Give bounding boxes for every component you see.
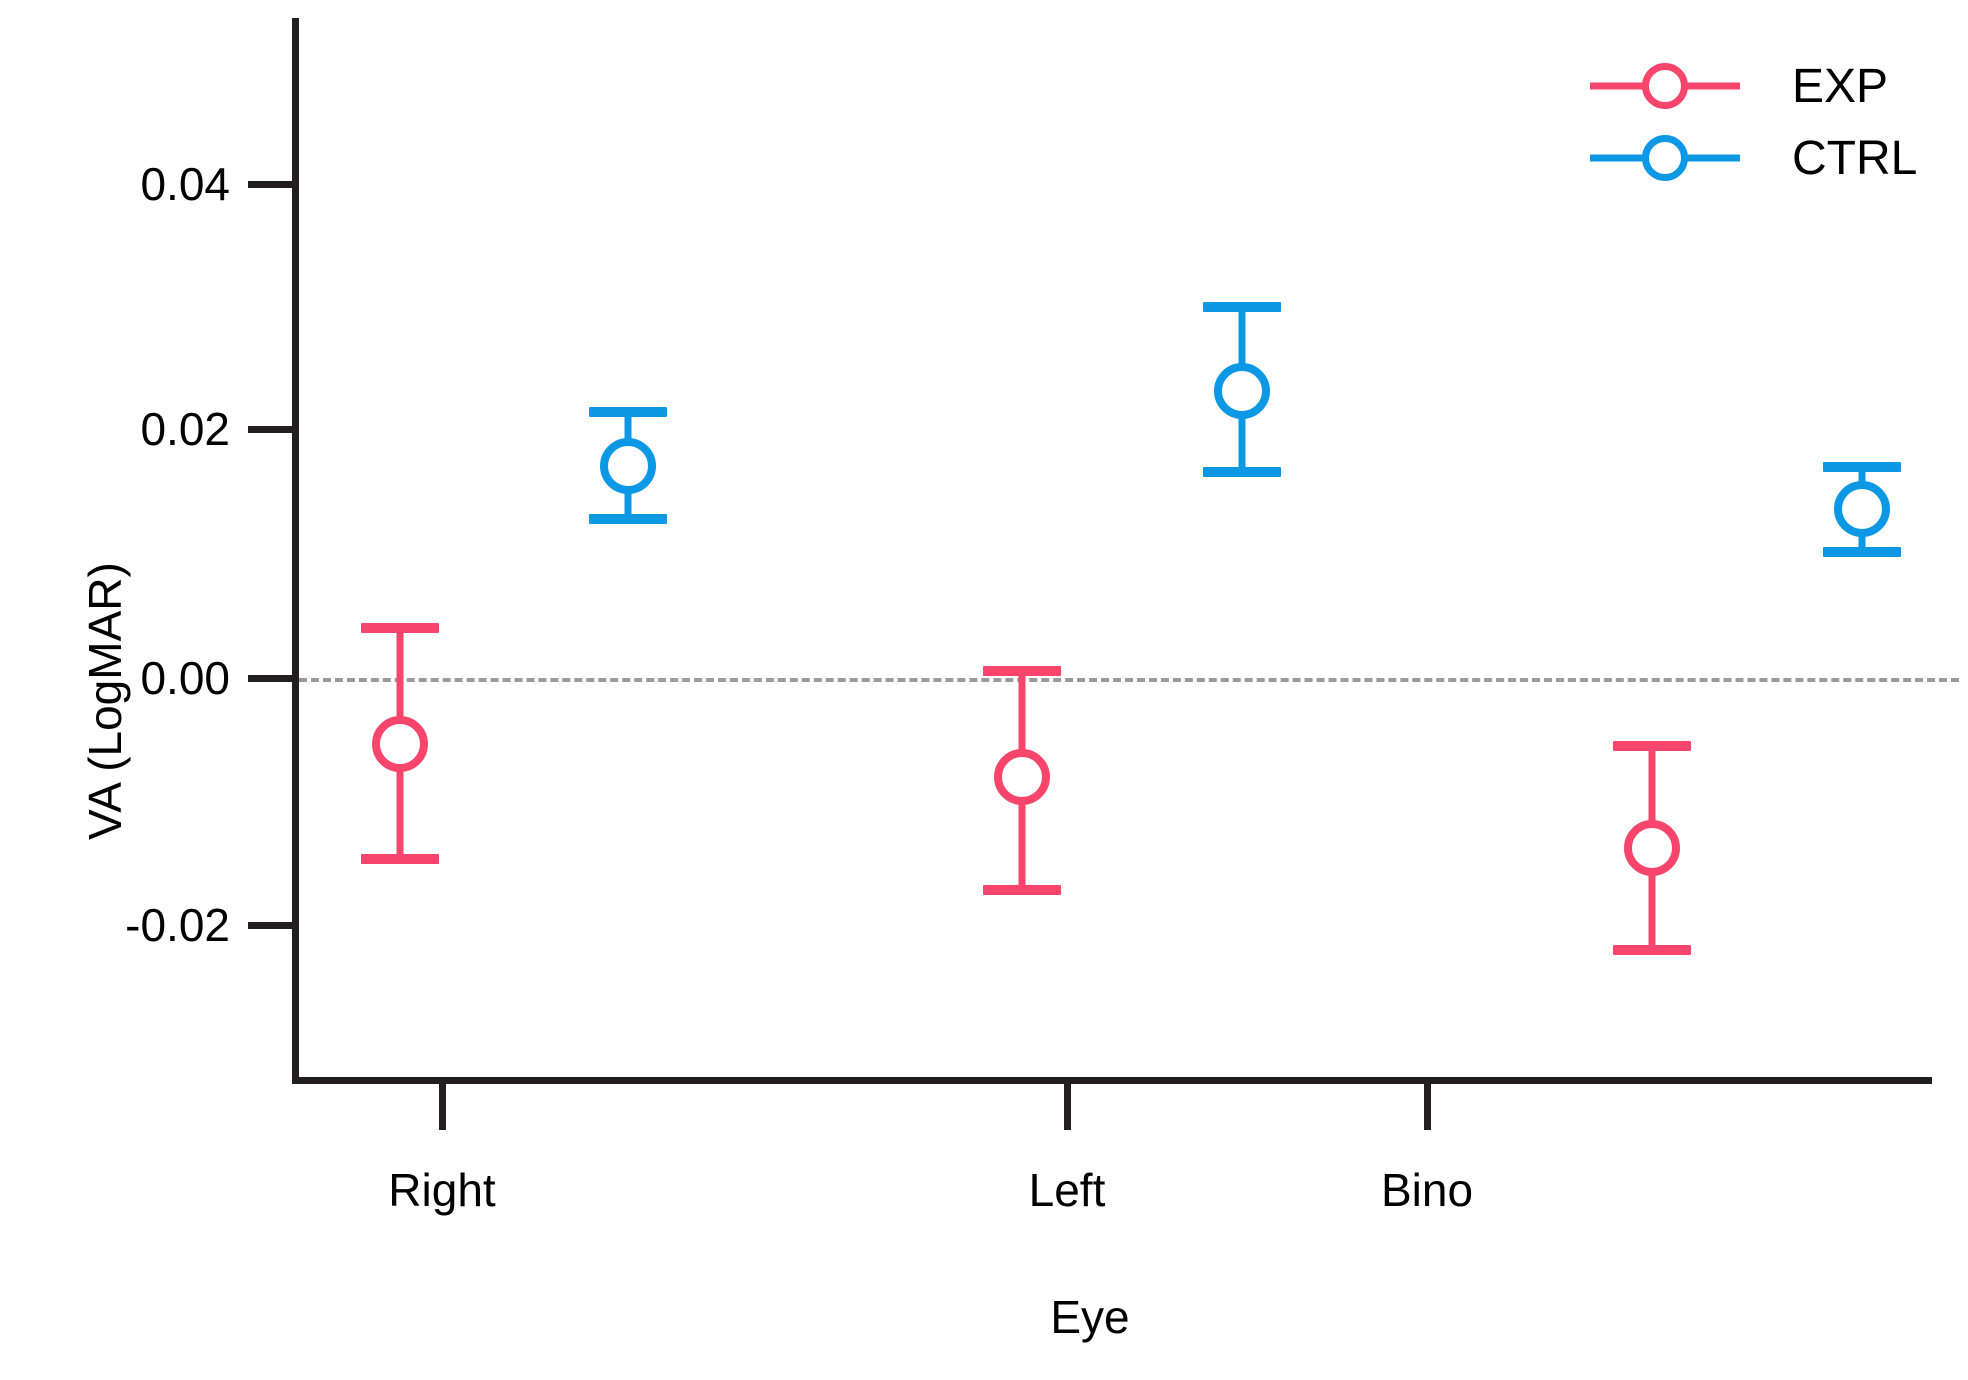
errorbar-ctrl-bino <box>1823 462 1901 558</box>
errorbar-cap-upper <box>1613 741 1691 752</box>
x-tick-mark-bino <box>1424 1084 1431 1130</box>
legend-label-ctrl: CTRL <box>1792 131 1918 185</box>
y-tick-label-2: 0.00 <box>140 652 230 704</box>
y-tick-label-0: 0.04 <box>140 158 230 210</box>
errorbar-cap-lower <box>361 853 439 864</box>
legend-marker-exp-icon <box>1590 56 1740 116</box>
errorbar-cap-lower <box>589 514 667 525</box>
legend-label-exp: EXP <box>1792 59 1889 113</box>
data-point-marker[interactable] <box>994 749 1050 806</box>
errorbar-cap-upper <box>589 406 667 417</box>
errorbar-cap-lower <box>1613 945 1691 956</box>
errorbar-ctrl-left <box>1203 301 1281 478</box>
y-tick-mark-0 <box>248 181 294 188</box>
x-axis-line <box>292 1077 1932 1084</box>
errorbar-cap-upper <box>983 666 1061 677</box>
legend-item-exp[interactable]: EXP <box>1590 50 1917 122</box>
data-point-marker[interactable] <box>1214 362 1270 419</box>
y-tick-label-3: -0.02 <box>125 899 230 951</box>
data-point-marker[interactable] <box>1834 481 1890 538</box>
errorbar-cap-lower <box>983 884 1061 895</box>
errorbar-exp-left <box>983 666 1061 895</box>
legend-marker-ctrl-icon <box>1590 128 1740 188</box>
x-tick-label-left: Left <box>1028 1164 1106 1216</box>
errorbar-exp-bino <box>1613 741 1691 956</box>
data-point-marker[interactable] <box>600 438 656 495</box>
errorbar-cap-lower <box>1823 547 1901 558</box>
errorbar-cap-upper <box>361 622 439 633</box>
errorbar-exp-right <box>361 622 439 864</box>
zero-reference-line <box>299 678 1959 682</box>
errorbar-cap-upper <box>1823 462 1901 473</box>
errorbar-cap-lower <box>1203 467 1281 478</box>
y-tick-mark-3 <box>248 922 294 929</box>
x-axis-title: Eye <box>1050 1291 1130 1343</box>
x-tick-label-bino: Bino <box>1380 1164 1474 1216</box>
chart-legend: EXP CTRL <box>1590 50 1917 194</box>
x-tick-label-right: Right <box>388 1164 496 1216</box>
y-tick-mark-1 <box>248 426 294 433</box>
data-point-marker[interactable] <box>372 715 428 772</box>
errorbar-cap-upper <box>1203 301 1281 312</box>
errorbar-ctrl-right <box>589 406 667 525</box>
y-axis-line <box>292 18 299 1084</box>
y-tick-mark-2 <box>248 675 294 682</box>
legend-item-ctrl[interactable]: CTRL <box>1590 122 1917 194</box>
data-point-marker[interactable] <box>1624 819 1680 876</box>
x-tick-mark-right <box>439 1084 446 1130</box>
y-axis-title: VA (LogMAR) <box>79 562 131 840</box>
x-tick-mark-left <box>1064 1084 1071 1130</box>
y-tick-label-1: 0.02 <box>140 403 230 455</box>
